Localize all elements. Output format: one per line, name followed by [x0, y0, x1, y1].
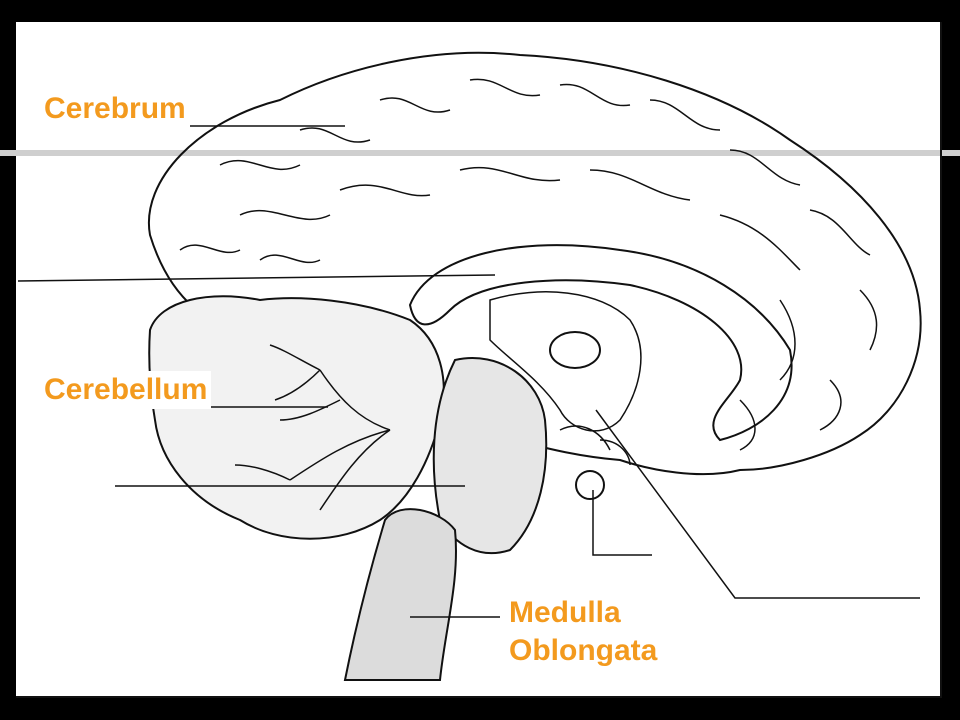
title-underline [0, 150, 960, 156]
ventricle-region [489, 291, 642, 432]
leader-line-pituitary [592, 490, 652, 556]
medulla-oblongata-shape [343, 508, 457, 681]
leader-line-corpus-callosum [17, 274, 496, 282]
thalamus [549, 331, 601, 369]
pons [432, 357, 548, 555]
arbor-vitae [234, 344, 391, 511]
leader-line-hypothalamus [595, 409, 920, 599]
optic-region [559, 425, 631, 466]
slide-top-band [0, 0, 960, 22]
label-medulla-line2: Oblongata [509, 634, 658, 667]
gyri-lines [179, 78, 878, 451]
label-cerebellum: Cerebellum [40, 371, 212, 409]
label-medulla-line1: Medulla [509, 596, 621, 629]
label-medulla-oblongata: Medulla Oblongata [505, 594, 661, 670]
corpus-callosum [408, 244, 793, 442]
pituitary [575, 470, 605, 500]
label-cerebrum: Cerebrum [40, 90, 190, 128]
diagram-frame [16, 22, 942, 698]
